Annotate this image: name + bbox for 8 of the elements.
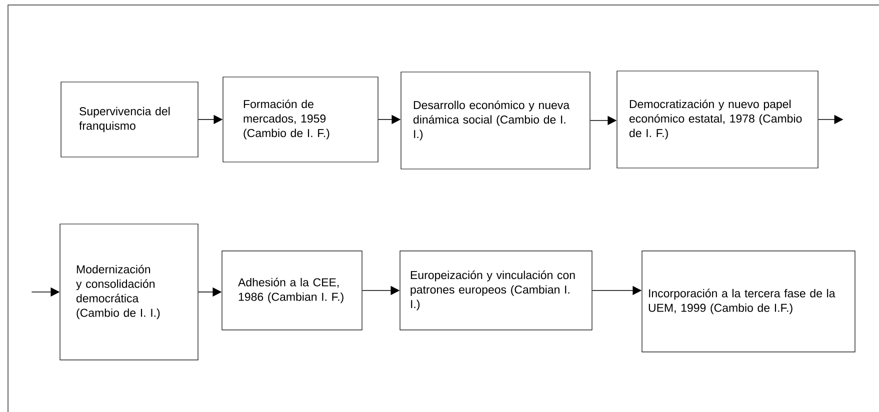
process-box: Adhesión a la CEE, 1986 (Cambian I. F.) xyxy=(222,250,362,330)
process-box: Europeización y vinculación con patrones europeos (Cambian I. I.) xyxy=(400,250,592,330)
process-box: Formación de mercados, 1959 (Cambio de I. F.) xyxy=(222,76,378,162)
process-box: Desarrollo económico y nueva dinámica social (Cambio de I. I.) xyxy=(400,72,590,170)
process-box: Democratización y nuevo papel económico estatal, 1978 (Cambio de I. F.) xyxy=(616,70,818,168)
process-box: Supervivencia del franquismo xyxy=(60,82,198,158)
process-box: Incorporación a la tercera fase de la UEM, 1999 (Cambio de I.F.) xyxy=(642,250,856,352)
process-box: Modernización y consolidación democrática (Cambio de I. I.) xyxy=(60,224,198,360)
